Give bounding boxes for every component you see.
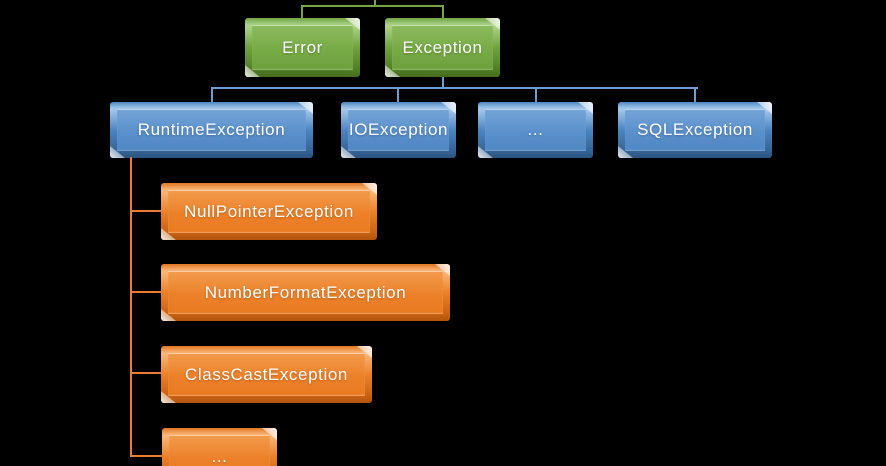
node-number-format-exception-face: NumberFormatException <box>168 271 443 314</box>
node-null-pointer-exception-face: NullPointerException <box>168 190 370 233</box>
node-null-pointer-exception: NullPointerException <box>161 183 377 240</box>
node-runtime-exception-label: RuntimeException <box>137 120 286 139</box>
node-more-runtime-exceptions-label: ... <box>211 446 228 466</box>
connector-level1-horizontal <box>301 5 444 7</box>
node-exception-face: Exception <box>392 25 493 70</box>
node-more-exceptions-label: ... <box>527 120 544 139</box>
node-runtime-exception: RuntimeException <box>110 102 313 158</box>
node-number-format-exception-label: NumberFormatException <box>204 282 407 302</box>
connector-runtime-vertical <box>130 157 132 457</box>
node-io-exception-label: IOException <box>348 120 449 139</box>
node-sql-exception-label: SQLException <box>637 120 753 139</box>
connector-branch-class-cast <box>130 372 163 374</box>
connector-drop-sql <box>694 87 696 102</box>
node-exception-label: Exception <box>402 37 483 57</box>
node-exception: Exception <box>385 18 500 77</box>
connector-drop-io <box>397 87 399 102</box>
node-error-label: Error <box>282 37 323 57</box>
node-error: Error <box>245 18 360 77</box>
node-io-exception: IOException <box>341 102 456 158</box>
node-error-face: Error <box>252 25 353 70</box>
node-more-exceptions: ... <box>478 102 593 158</box>
connector-drop-more-exceptions <box>535 87 537 102</box>
node-class-cast-exception-label: ClassCastException <box>185 364 348 384</box>
connector-drop-exception <box>442 5 444 19</box>
node-more-runtime-exceptions-face: ... <box>169 435 270 466</box>
connector-exception-stub <box>442 77 444 89</box>
connector-parent-stub <box>374 0 376 7</box>
node-null-pointer-exception-label: NullPointerException <box>184 201 354 221</box>
connector-level2-horizontal <box>211 87 698 89</box>
node-runtime-exception-face: RuntimeException <box>117 109 306 151</box>
node-sql-exception-face: SQLException <box>625 109 765 151</box>
node-more-runtime-exceptions: ... <box>162 428 277 466</box>
connector-branch-more-runtime <box>130 455 164 457</box>
connector-drop-error <box>301 5 303 19</box>
node-more-exceptions-face: ... <box>485 109 586 151</box>
node-sql-exception: SQLException <box>618 102 772 158</box>
node-number-format-exception: NumberFormatException <box>161 264 450 321</box>
node-io-exception-face: IOException <box>348 109 449 151</box>
node-class-cast-exception: ClassCastException <box>161 346 372 403</box>
connector-branch-number-format <box>130 291 163 293</box>
node-class-cast-exception-face: ClassCastException <box>168 353 365 396</box>
connector-branch-null-pointer <box>130 210 163 212</box>
connector-drop-runtime <box>211 87 213 102</box>
